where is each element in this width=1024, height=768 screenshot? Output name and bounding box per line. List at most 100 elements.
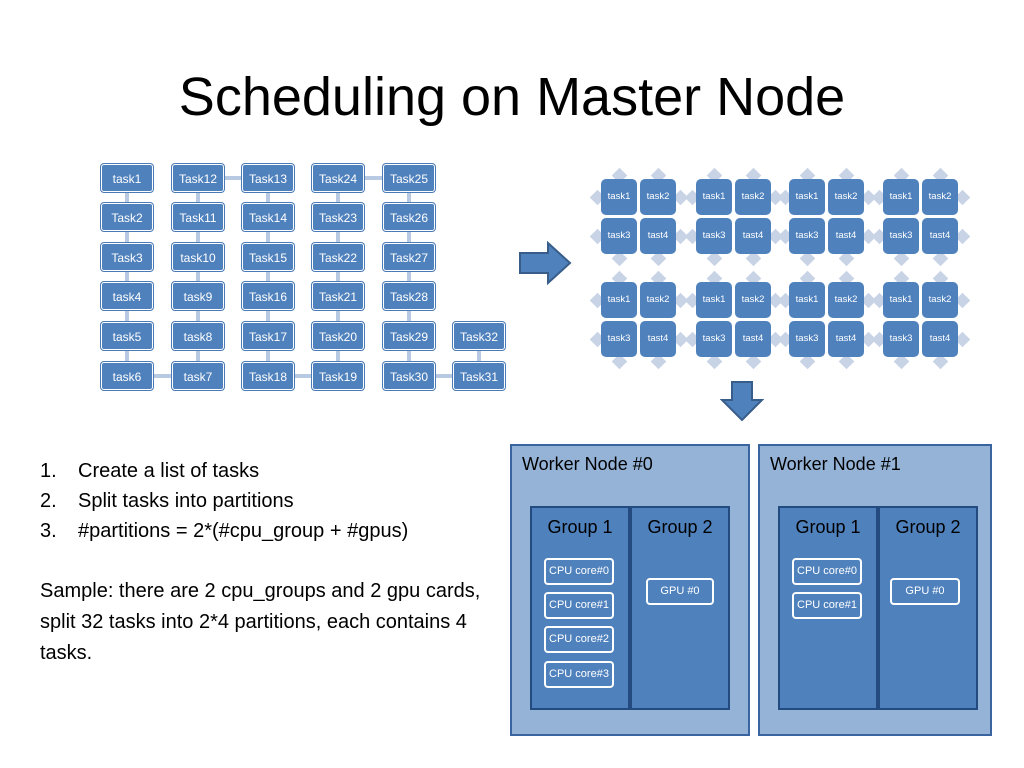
steps-list: 1.Create a list of tasks 2. Split tasks i…: [40, 456, 510, 546]
task-box: Task27: [383, 243, 435, 271]
group-1: Group 1 CPU core#0 CPU core#1: [778, 506, 878, 710]
task-connector: [125, 310, 129, 322]
group-title: Group 2: [647, 517, 713, 537]
partition-cell: task2: [828, 179, 864, 215]
partition-cell: task2: [828, 282, 864, 318]
worker-node-0: Worker Node #0 Group 1 CPU core#0 CPU co…: [510, 444, 750, 736]
step-number: 3.: [40, 520, 57, 542]
task-connector: [407, 350, 411, 362]
task-connector: [196, 310, 200, 322]
task-box: task4: [101, 282, 153, 310]
task-box: Task3: [101, 243, 153, 271]
task-box: Task28: [383, 282, 435, 310]
task-box: Task24: [312, 164, 364, 192]
worker-node-1: Worker Node #1 Group 1 CPU core#0 CPU co…: [758, 444, 992, 736]
partition-cell: task1: [883, 179, 919, 215]
task-connector: [407, 271, 411, 282]
task-box: Task23: [312, 203, 364, 231]
task-box: Task20: [312, 322, 364, 350]
group-title: Group 2: [895, 517, 961, 537]
group-title: Group 1: [547, 517, 613, 537]
partition-cell: task1: [601, 179, 637, 215]
task-connector: [336, 310, 340, 322]
worker-node-title: Worker Node #0: [522, 454, 653, 474]
task-box: task9: [172, 282, 224, 310]
step-text: #partitions = 2*(#cpu_group + #gpus): [78, 520, 409, 542]
task-box: Task26: [383, 203, 435, 231]
task-box: task6: [101, 362, 153, 390]
partition-cell: tast4: [640, 218, 676, 254]
task-connector: [364, 176, 383, 180]
cpu-core: CPU core#2: [544, 626, 614, 653]
task-box: task5: [101, 322, 153, 350]
partition-cell: tast4: [922, 218, 958, 254]
task-connector: [477, 350, 481, 362]
task-box: Task16: [242, 282, 294, 310]
task-box: Task15: [242, 243, 294, 271]
task-box: task10: [172, 243, 224, 271]
gpu-core: GPU #0: [646, 578, 714, 605]
cpu-core: CPU core#0: [544, 558, 614, 585]
task-box: Task19: [312, 362, 364, 390]
task-connector: [407, 310, 411, 322]
task-connector: [196, 231, 200, 243]
steps-text: 1.Create a list of tasks 2. Split tasks i…: [40, 456, 510, 669]
cpu-core: CPU core#1: [792, 592, 862, 619]
task-box: task7: [172, 362, 224, 390]
cpu-core: CPU core#1: [544, 592, 614, 619]
task-connector: [153, 374, 172, 378]
step-text: Split tasks into partitions: [78, 490, 294, 512]
task-connector: [125, 231, 129, 243]
step-item: 1.Create a list of tasks: [40, 456, 510, 486]
task-connector: [125, 350, 129, 362]
task-connector: [196, 192, 200, 203]
slide-title: Scheduling on Master Node: [178, 67, 846, 127]
task-connector: [336, 192, 340, 203]
partition-cell: task2: [735, 179, 771, 215]
task-box: Task30: [383, 362, 435, 390]
task-connector: [407, 192, 411, 203]
partition-cell: task2: [735, 282, 771, 318]
task-connector: [125, 271, 129, 282]
task-connector: [294, 374, 312, 378]
task-box: Task32: [453, 322, 505, 350]
task-box: Task25: [383, 164, 435, 192]
task-box: Task12: [172, 164, 224, 192]
task-connector: [266, 192, 270, 203]
task-box: Task29: [383, 322, 435, 350]
task-box: Task11: [172, 203, 224, 231]
task-box: Task21: [312, 282, 364, 310]
partition-cell: task2: [922, 179, 958, 215]
partition-cell: task3: [883, 321, 919, 357]
task-connector: [336, 350, 340, 362]
task-connector: [266, 310, 270, 322]
partition-cell: task3: [789, 321, 825, 357]
task-connector: [435, 374, 453, 378]
task-box: Task31: [453, 362, 505, 390]
right-arrow-icon: [518, 241, 572, 285]
partition-cell: task1: [696, 179, 732, 215]
gpu-core: GPU #0: [890, 578, 960, 605]
partition-cell: task1: [883, 282, 919, 318]
task-connector: [266, 271, 270, 282]
task-box: Task17: [242, 322, 294, 350]
partition-cell: task2: [640, 179, 676, 215]
sample-text: Sample: there are 2 cpu_groups and 2 gpu…: [40, 580, 481, 664]
task-connector: [336, 231, 340, 243]
task-connector: [196, 350, 200, 362]
partition-cell: task3: [601, 321, 637, 357]
step-number: 2.: [40, 490, 57, 512]
group-title: Group 1: [795, 517, 861, 537]
worker-node-title: Worker Node #1: [770, 454, 901, 474]
partition-cell: task3: [883, 218, 919, 254]
partition-cell: task3: [696, 218, 732, 254]
task-connector: [336, 271, 340, 282]
task-box: task8: [172, 322, 224, 350]
partition-cell: task1: [789, 282, 825, 318]
task-connector: [125, 192, 129, 203]
step-number: 1.: [40, 460, 57, 482]
partition-cell: task3: [696, 321, 732, 357]
group-2: Group 2 GPU #0: [878, 506, 978, 710]
partition-cell: task3: [601, 218, 637, 254]
partition-cell: task1: [601, 282, 637, 318]
